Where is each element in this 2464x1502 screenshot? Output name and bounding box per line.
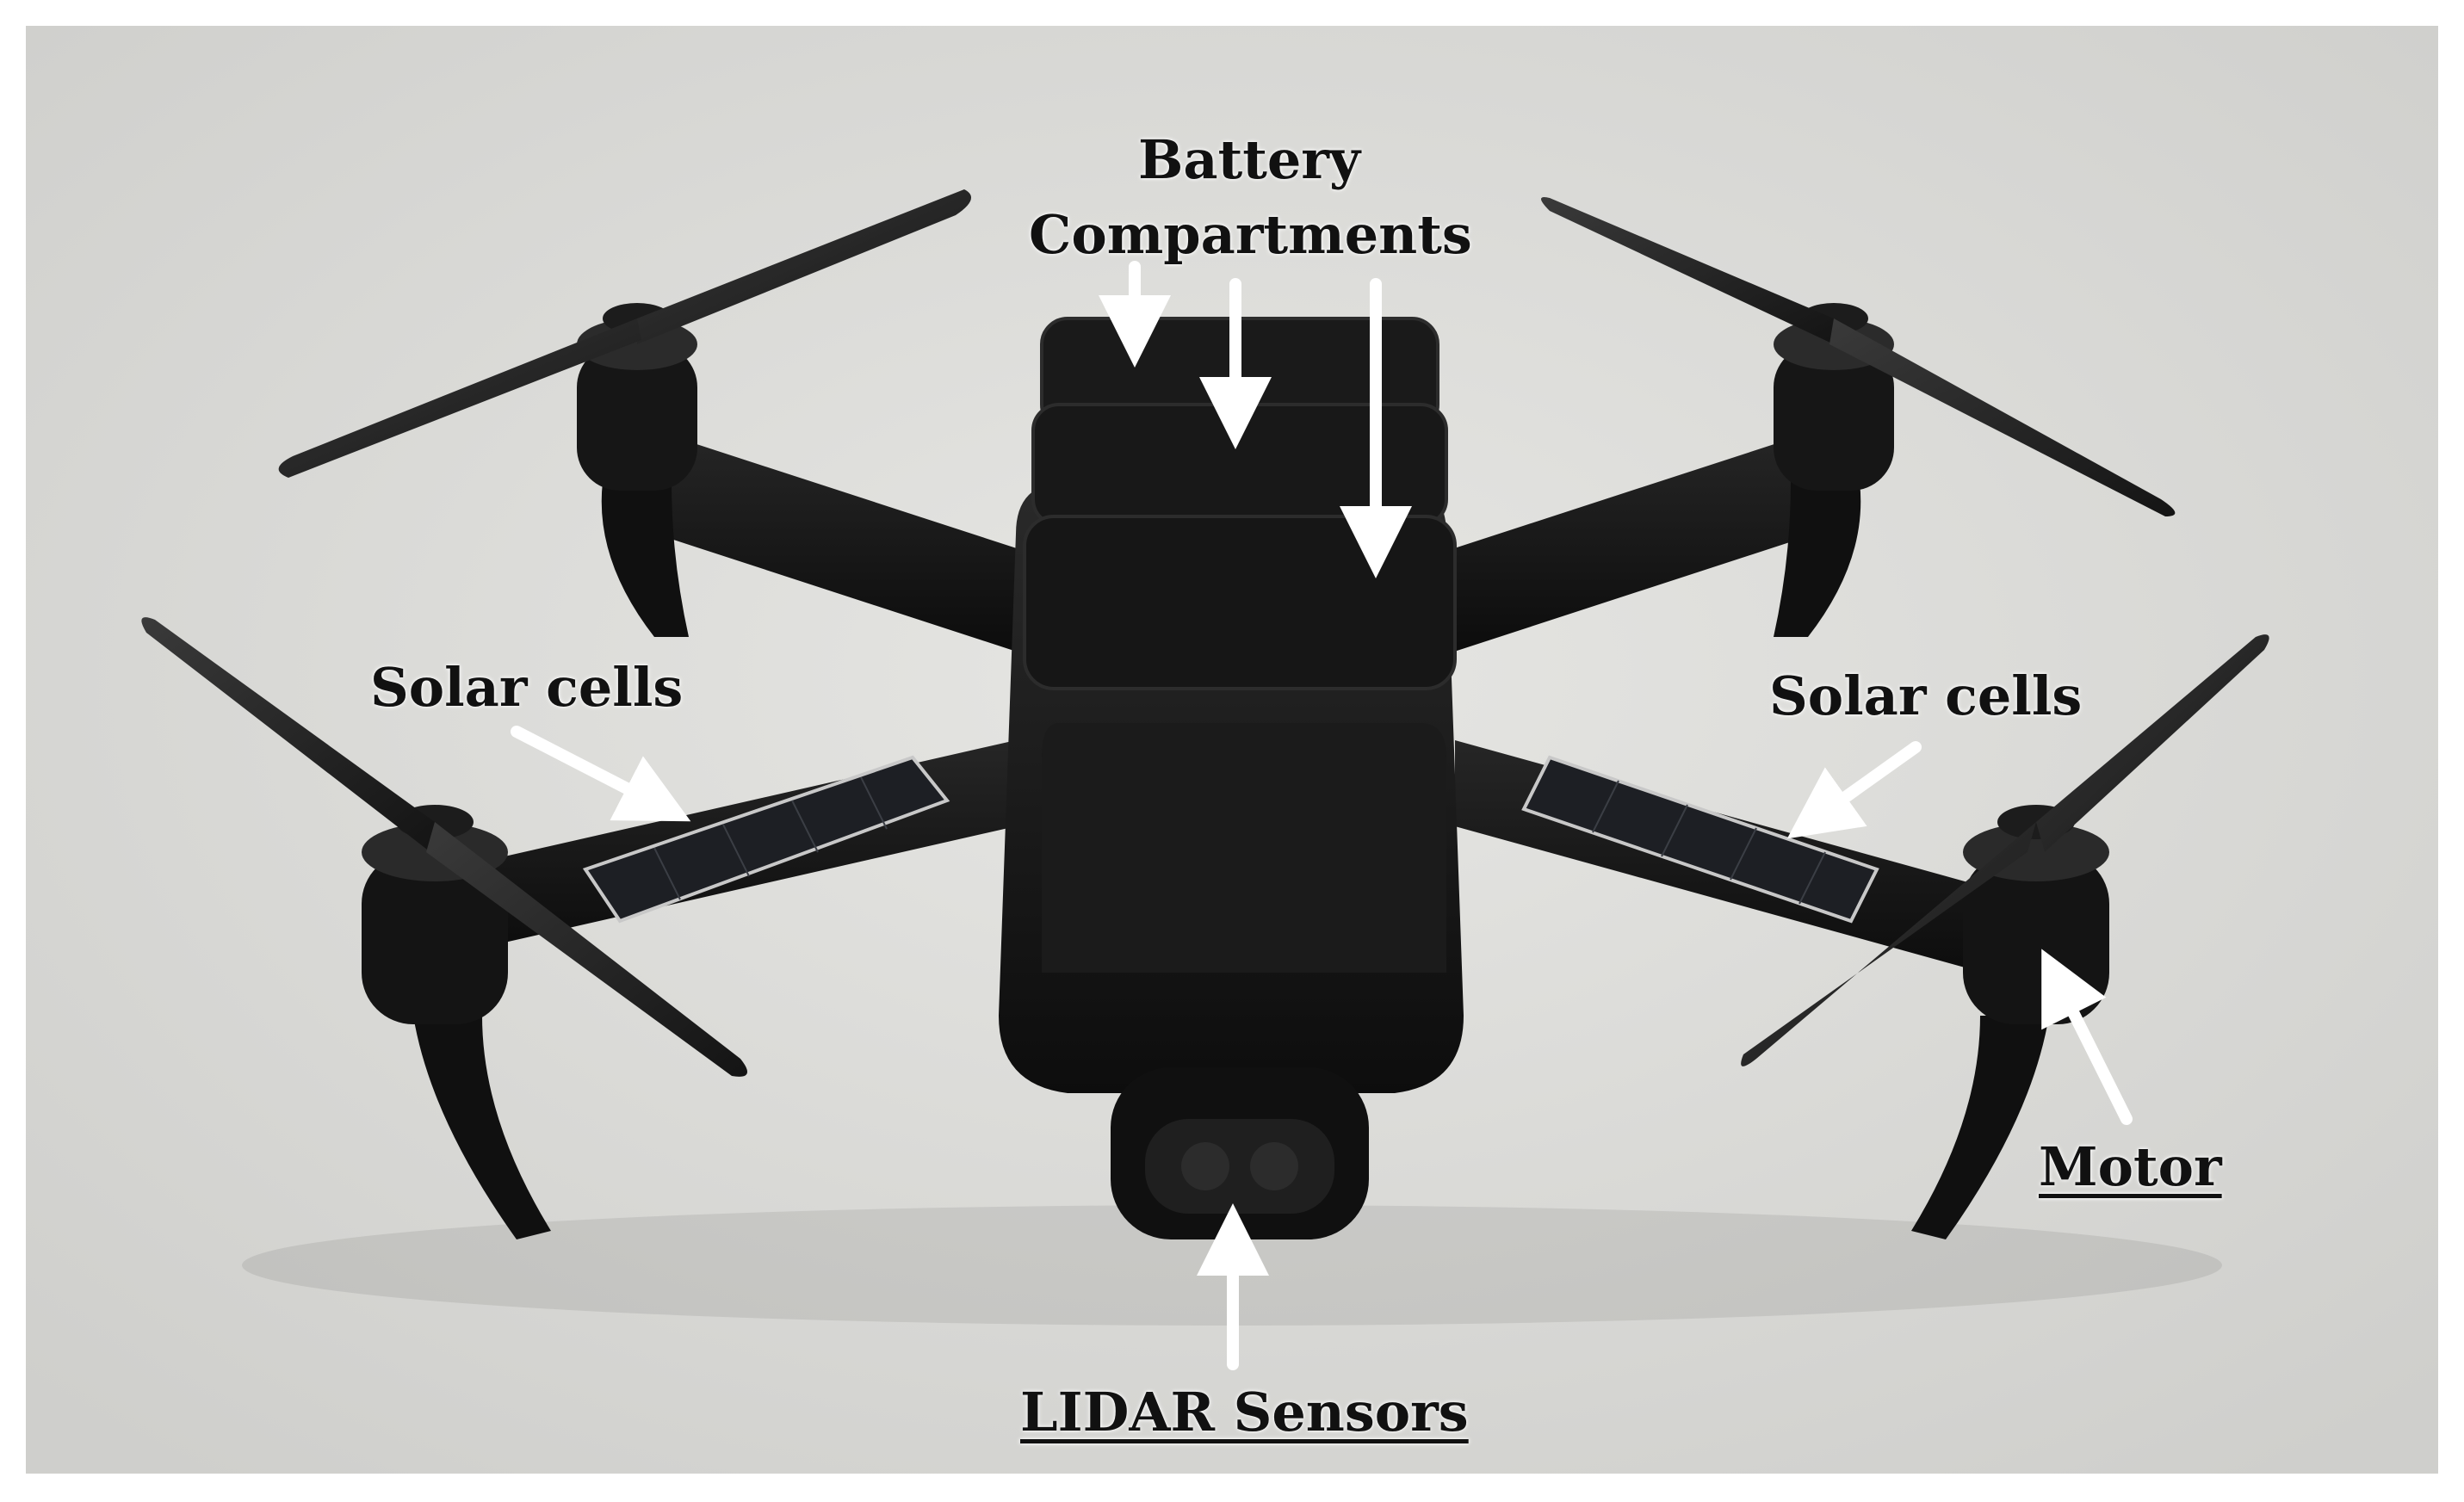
front-right-prop-blade-b [1741, 822, 2036, 1066]
rear-left-arm [628, 430, 1025, 654]
battery-compartment-3 [1023, 515, 1457, 690]
battery-compartment-2 [1031, 403, 1448, 527]
label-motor: Motor [2039, 1135, 2222, 1198]
rear-right-leg [1774, 482, 1861, 637]
lidar-module [1111, 1067, 1369, 1239]
front-right-prop-blade-a [2036, 634, 2269, 852]
label-battery-line1: Battery [1138, 128, 1360, 191]
arrow-solar-right [1786, 741, 1922, 839]
front-right-motor [1963, 805, 2109, 1024]
rear-left-prop-blade-b [278, 318, 641, 478]
rear-right-prop-blade-b [1829, 318, 2176, 516]
label-solar-right: Solar cells [1769, 664, 2083, 727]
rear-left-leg [601, 482, 689, 637]
arrow-motor [2041, 949, 2133, 1125]
label-battery-line2: Compartments [1029, 203, 1472, 266]
arrow-solar-left [511, 726, 691, 822]
label-lidar: LIDAR Sensors [1020, 1381, 1469, 1443]
solar-panel-left [582, 755, 950, 924]
rear-left-prop-blade-a [637, 189, 971, 344]
rear-right-prop-blade-a [1541, 197, 1834, 344]
solar-panel-right [1521, 755, 1879, 924]
front-left-leg [413, 1016, 551, 1239]
front-right-leg [1911, 1016, 2049, 1239]
front-left-prop-blade-b [426, 822, 747, 1077]
callout-arrows [511, 261, 2133, 1370]
front-left-prop-blade-a [141, 617, 435, 852]
body-lower-panel [1042, 723, 1446, 973]
label-solar-left: Solar cells [370, 656, 684, 719]
rear-right-arm [1446, 430, 1842, 654]
